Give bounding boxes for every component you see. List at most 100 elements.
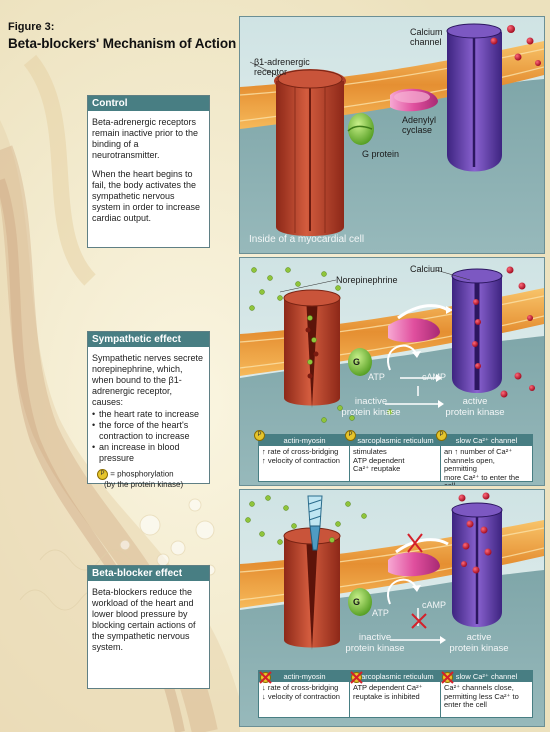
beta-receptor-icon [274,69,346,236]
atp-label: ATP [372,608,389,618]
effect-line: ↑ rate of cross-bridging [262,447,339,456]
camp-label: cAMP [422,372,447,382]
sympathetic-intro: Sympathetic nerves secrete norepinephrin… [92,353,204,407]
control-body: Beta-adrenergic receptors remain inactiv… [88,113,209,236]
calcium-ions [472,266,535,398]
sympathetic-heading: Sympathetic effect [88,332,209,349]
effect-body: ATP dependent Ca²⁺ reuptake is inhibited [350,682,441,703]
adenylyl-cyclase-icon [390,88,438,112]
effect-body: an ↑ number of Ca²⁺ channels open, permi… [441,446,532,486]
effect-line: ↑ velocity of contraction [262,455,340,465]
sympathetic-bullet: the heart rate to increase [92,409,205,420]
effect-sarcoplasmic-reticulum: sarcoplasmic reticulum ATP dependent Ca²… [349,670,442,718]
effect-line: more Ca²⁺ to enter the cell [444,472,520,486]
effect-line: Ca²⁺ reuptake [353,464,401,474]
effect-actin-myosin: actin-myosin ↓ rate of cross-bridging ↓ … [258,670,351,718]
beta-blocker-text: Beta-blockers reduce the workload of the… [92,587,196,652]
adenylyl-cyclase-label-2: cyclase [402,125,433,135]
control-box: Control Beta-adrenergic receptors remain… [87,95,210,248]
norepinephrine-label: Norepinephrine [336,275,398,285]
norepinephrine-molecules [245,495,367,545]
effect-line: an ↑ number of Ca²⁺ [444,447,513,456]
calcium-ions [458,492,492,574]
blocked-x-icon [259,671,272,684]
inactive-kinase-label-1: inactive [358,632,392,643]
calcium-channel-label-1: Calcium [410,27,443,37]
phosphorylation-icon: P [254,430,265,441]
beta-receptor-icon [283,289,341,408]
effect-slow-calcium-channel: slow Ca²⁺ channel an ↑ number of Ca²⁺ ch… [436,430,533,485]
panel-sympathetic: Norepinephrine Calcium G ATP cAMP inacti… [239,257,545,486]
effect-body: Ca²⁺ channels close, permitting less Ca²… [441,682,532,712]
effect-line: ATP dependent [353,455,405,465]
phosphorylation-icon: P [436,430,447,441]
effect-heading: sarcoplasmic reticulum [350,435,441,446]
adenylyl-cyclase-label-1: Adenylyl [402,115,437,125]
inactive-kinase-label-1: inactive [354,396,388,407]
g-protein-label: G protein [362,149,400,159]
sympathetic-box: Sympathetic effect Sympathetic nerves se… [87,331,210,484]
norepinephrine-molecules [249,267,393,423]
g-label: G [353,597,361,607]
g-label: G [353,357,361,367]
beta-receptor-icon [283,527,341,650]
sympathetic-bullet: the force of the heart's contraction to … [92,420,205,442]
g-protein-icon [347,113,374,145]
blocked-x-icon [441,671,454,684]
beta-receptor-label-2: receptor [254,67,288,77]
atp-label: ATP [368,372,385,382]
beta-blocker-box: Beta-blocker effect Beta-blockers reduce… [87,565,210,689]
phosphorylation-note-line1: = phosphorylation [110,469,174,479]
effect-slow-calcium-channel: slow Ca²⁺ channel Ca²⁺ channels close, p… [440,670,533,718]
blocked-x-icon [350,671,363,684]
sympathetic-bullets: the heart rate to increase the force of … [92,409,205,464]
effect-line: Ca²⁺ channels close, [444,683,514,692]
phosphorylation-icon: P [345,430,356,441]
sympathetic-body: Sympathetic nerves secrete norepinephrin… [88,349,209,468]
active-kinase-label-2: protein kinase [449,643,509,654]
calcium-channel-label-2: channel [410,37,442,47]
sympathetic-bullet: an increase in blood pressure [92,442,205,464]
panel-beta-blocker: G ATP cAMP inactive protein kinase activ… [239,489,545,727]
effect-heading: sarcoplasmic reticulum [350,671,441,682]
effect-heading: slow Ca²⁺ channel [441,435,532,446]
phosphorylation-icon: P [97,469,108,480]
effect-line: permitting less Ca²⁺ to [444,691,519,701]
calcium-channel-icon [446,23,502,172]
control-paragraph-2: When the heart begins to fail, the body … [92,169,201,223]
calcium-channel-icon [451,268,503,393]
effect-heading: actin-myosin [259,435,350,446]
effect-line: ↓ rate of cross-bridging [262,683,339,692]
beta-blocker-body: Beta-blockers reduce the workload of the… [88,583,209,665]
effect-line: ATP dependent Ca²⁺ [353,683,423,692]
active-kinase-label-1: active [466,632,492,643]
phosphorylation-note: P = phosphorylation (by the protein kina… [97,469,183,490]
beta-blocker-heading: Beta-blocker effect [88,566,209,583]
effect-body: ↓ rate of cross-bridging ↓ velocity of c… [259,682,350,703]
panel-control: β1-adrenergic receptor Calcium channel A… [239,16,545,254]
effect-actin-myosin: actin-myosin ↑ rate of cross-bridging ↑ … [254,430,351,482]
adenylyl-cyclase-icon [388,318,440,343]
g-protein-icon [348,588,372,616]
adenylyl-cyclase-icon [388,552,440,577]
effect-heading: slow Ca²⁺ channel [441,671,532,682]
inside-cell-label: Inside of a myocardial cell [249,234,365,245]
g-protein-icon [348,348,372,376]
effect-line: stimulates [353,447,387,456]
calcium-channel-icon [451,502,503,627]
active-kinase-label-1: active [462,396,488,407]
calcium-ions [490,25,541,66]
phosphorylation-note-line2: (by the protein kinase) [104,480,184,489]
panel-control-diagram [240,17,544,253]
figure-label: Figure 3: [8,21,55,33]
active-kinase-label-2: protein kinase [445,407,505,418]
effect-line: reuptake is inhibited [353,691,420,701]
effect-line: ↓ velocity of contraction [262,691,340,701]
effect-heading: actin-myosin [259,671,350,682]
effect-body: ↑ rate of cross-bridging ↑ velocity of c… [259,446,350,467]
effect-line: channels open, permitting [444,455,495,474]
inactive-kinase-label-2: protein kinase [341,407,401,418]
figure-title: Beta-blockers' Mechanism of Action [8,36,237,51]
beta-blocker-molecule-icon [307,495,323,551]
control-heading: Control [88,96,209,113]
